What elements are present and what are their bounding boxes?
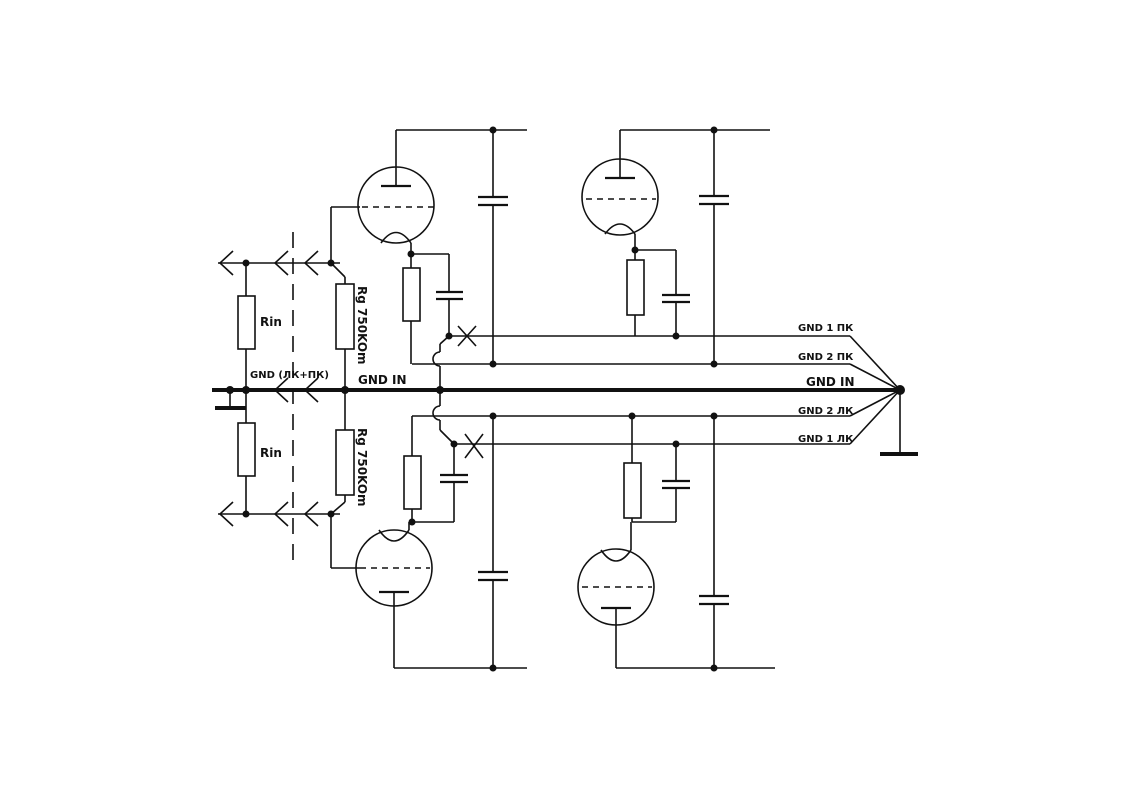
cathode-network-stage2-top bbox=[626, 246, 690, 336]
crossover-gnd-stage1-top bbox=[432, 335, 450, 390]
gnd-in-label-right: GND IN bbox=[806, 375, 855, 389]
decoupling-capacitor-stage1-bottom bbox=[478, 416, 508, 668]
gnd-2lk-label: GND 2 ЛК bbox=[798, 406, 854, 417]
b-plus-rail-stage1-top bbox=[396, 126, 527, 134]
gnd-in-bus bbox=[212, 386, 900, 410]
cathode-network-stage2-bottom bbox=[623, 416, 690, 523]
vacuum-tube-stage2-bottom bbox=[577, 522, 655, 668]
input-connector-top bbox=[218, 250, 340, 276]
rg-label-bottom: Rg 750KOm bbox=[355, 428, 369, 507]
rin-label-top: Rin bbox=[260, 315, 282, 329]
rg-label-top: Rg 750KOm bbox=[355, 286, 369, 365]
gnd-lk-pk-label: GND (ЛК+ПК) bbox=[250, 370, 329, 381]
rin-resistor-bottom bbox=[237, 390, 256, 514]
gnd-1pk-label: GND 1 ПК bbox=[798, 323, 854, 334]
gnd-2pk-wire bbox=[412, 360, 850, 368]
gnd-2lk-wire bbox=[412, 412, 850, 420]
cathode-network-stage1-top bbox=[402, 250, 463, 364]
gnd-2pk-label: GND 2 ПК bbox=[798, 352, 854, 363]
gnd-in-label-left: GND IN bbox=[358, 373, 407, 387]
rin-label-bottom: Rin bbox=[260, 446, 282, 460]
vacuum-tube-stage2-top bbox=[581, 130, 659, 250]
decoupling-capacitor-stage2-bottom bbox=[699, 416, 729, 668]
vacuum-tube-stage1-bottom bbox=[355, 522, 433, 668]
rg-resistor-top bbox=[330, 206, 360, 390]
rg-resistor-bottom bbox=[330, 390, 360, 569]
input-connector-gnd bbox=[273, 377, 319, 403]
decoupling-capacitor-stage2-top bbox=[699, 130, 729, 364]
b-plus-rail-stage2-top bbox=[620, 126, 770, 134]
rin-resistor-top bbox=[237, 263, 256, 390]
gnd-1pk-wire bbox=[445, 325, 850, 347]
star-ground-point bbox=[849, 335, 918, 456]
b-plus-rail-stage2-bottom bbox=[616, 664, 775, 672]
gnd-1lk-wire bbox=[450, 433, 850, 459]
crossover-gnd-stage1-bottom bbox=[432, 390, 455, 445]
input-connector-bottom bbox=[218, 501, 340, 527]
vacuum-tube-stage1-top bbox=[357, 130, 435, 254]
b-plus-rail-stage1-bottom bbox=[394, 664, 527, 672]
cathode-network-stage1-bottom bbox=[403, 416, 468, 526]
gnd-1lk-label: GND 1 ЛК bbox=[798, 434, 854, 445]
decoupling-capacitor-stage1-top bbox=[478, 130, 508, 364]
